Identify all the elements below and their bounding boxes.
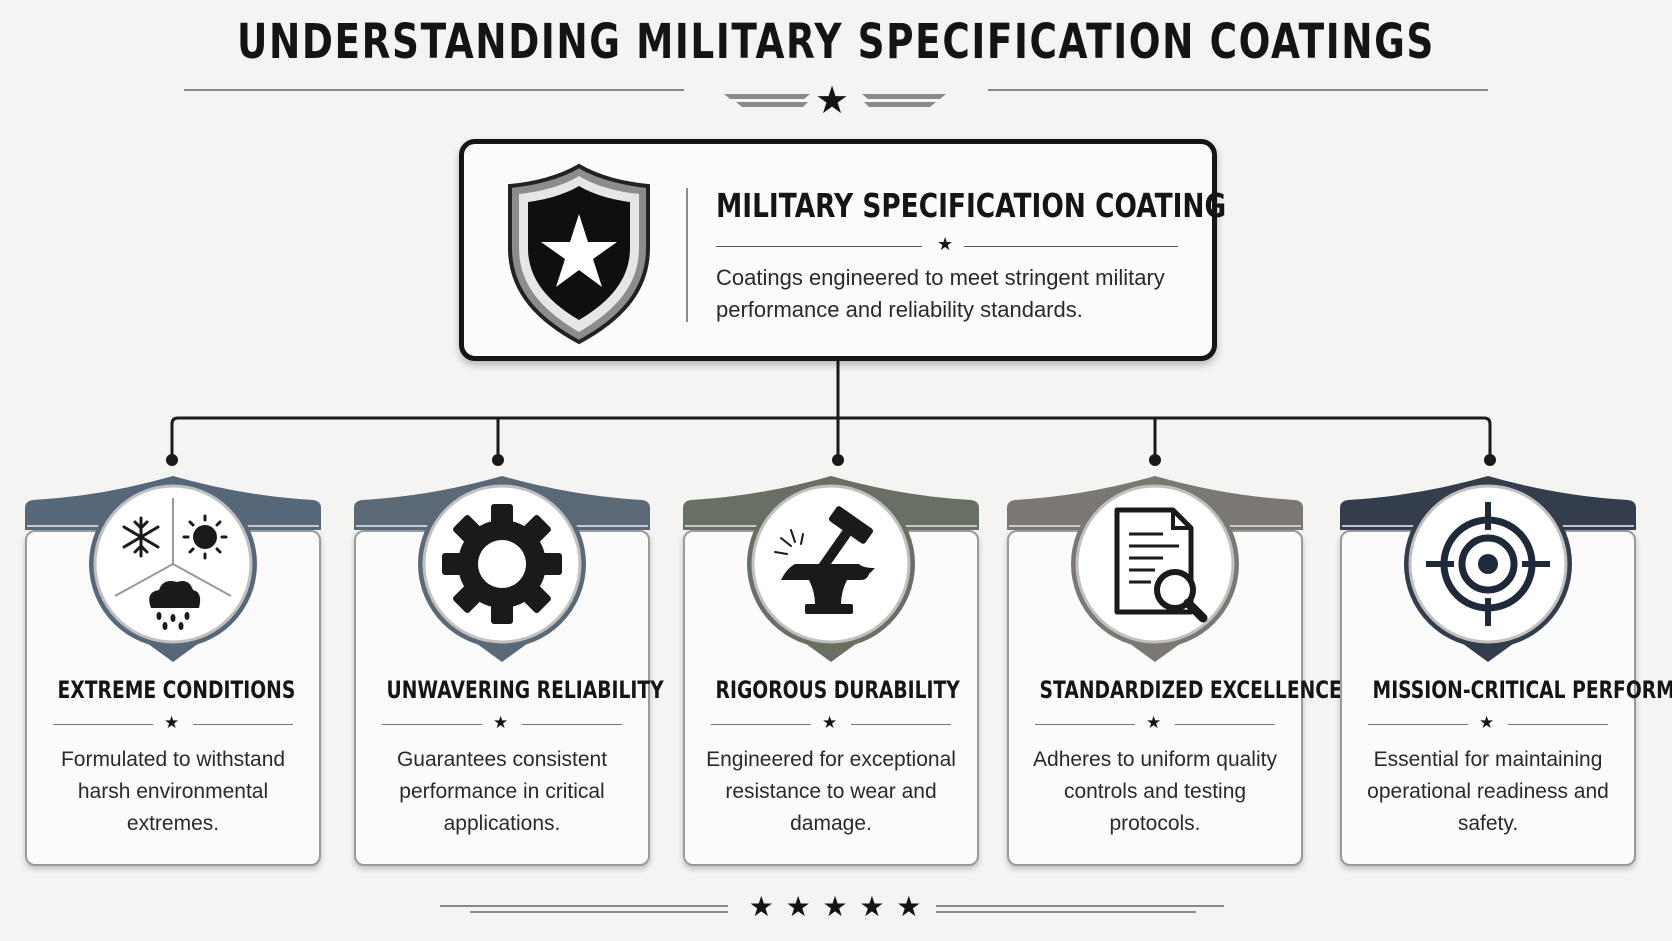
main-title: MILITARY SPECIFICATION COATING (716, 186, 1227, 225)
card-title: EXTREME CONDITIONS (57, 676, 296, 704)
weather-icon (114, 498, 232, 630)
target-icon (1426, 502, 1550, 626)
card-description: Formulated to withstand harsh environmen… (60, 748, 286, 835)
card-title: RIGOROUS DURABILITY (715, 676, 960, 704)
card-description: Engineered for exceptional resistance to… (706, 748, 956, 835)
main-definition-card: MILITARY SPECIFICATION COATING ★ Coating… (459, 139, 1227, 361)
star-icon: ★ (1479, 713, 1495, 732)
card-title: UNWAVERING RELIABILITY (386, 676, 664, 704)
sun-icon (182, 514, 228, 560)
card-star-divider: ★ (382, 713, 622, 734)
card-title: MISSION-CRITICAL PERFORMANCE (1372, 676, 1672, 704)
feature-card-rigorous-durability: RIGOROUS DURABILITY ★ Engineered for exc… (683, 470, 979, 866)
document-search-icon (1114, 507, 1208, 623)
card-description: Guarantees consistent performance in cri… (396, 748, 608, 835)
snowflake-icon (122, 516, 160, 558)
star-icon: ★ (1146, 713, 1162, 732)
title-ornament (184, 89, 1488, 107)
card-description: Adheres to uniform quality controls and … (1033, 748, 1277, 835)
footer-ornament (440, 905, 1224, 913)
star-icon: ★ (493, 713, 509, 732)
card-star-divider: ★ (711, 713, 951, 734)
card-star-divider: ★ (1035, 713, 1275, 734)
star-icon: ★ (164, 713, 180, 732)
title-star-icon: ★ (815, 80, 850, 122)
main-star-divider: ★ (716, 234, 1178, 256)
shield-star-icon (508, 163, 650, 345)
feature-card-unwavering-reliability: UNWAVERING RELIABILITY ★ Guarantees cons… (354, 470, 664, 866)
star-icon: ★ (822, 713, 838, 732)
gear-icon (442, 504, 562, 624)
card-title: STANDARDIZED EXCELLENCE (1039, 676, 1342, 704)
card-description: Essential for maintaining operational re… (1367, 748, 1609, 835)
footer-stars-icon: ★ ★ ★ ★ ★ (748, 891, 924, 922)
feature-card-standardized-excellence: STANDARDIZED EXCELLENCE ★ Adheres to uni… (1007, 470, 1342, 866)
feature-card-extreme-conditions: EXTREME CONDITIONS ★ Formulated to withs… (25, 470, 321, 866)
feature-card-mission-critical-performance: MISSION-CRITICAL PERFORMANCE ★ Essential… (1340, 470, 1672, 866)
anvil-hammer-icon (774, 506, 875, 614)
main-divider (686, 188, 688, 322)
star-icon: ★ (937, 234, 954, 254)
rain-cloud-icon (149, 581, 201, 630)
card-star-divider: ★ (53, 713, 293, 734)
main-description: Coatings engineered to meet stringent mi… (716, 265, 1165, 322)
page-title: UNDERSTANDING MILITARY SPECIFICATION COA… (237, 14, 1435, 70)
connector-lines (166, 360, 1496, 466)
card-star-divider: ★ (1368, 713, 1608, 734)
